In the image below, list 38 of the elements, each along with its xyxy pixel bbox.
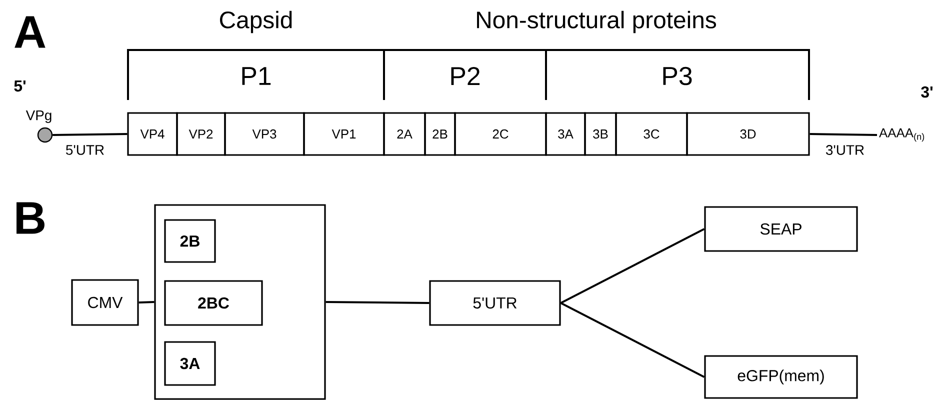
box: SEAP [704,206,858,252]
segment-box: 2B [424,112,456,156]
node-label: VPg [26,110,52,123]
panel-label: A [14,16,46,48]
gene-box: 2B [164,219,216,263]
gene-box: 3A [164,341,216,386]
segment-box: 3C [615,112,688,156]
connector-line [138,301,154,304]
polyprotein-label: P2 [451,66,480,86]
segment-box: 3D [686,112,810,156]
connector-line [560,228,705,304]
connector-line [326,301,430,304]
box: CMV [71,279,139,326]
polyprotein-label: P3 [663,66,692,86]
polyprotein-label: P1 [242,67,271,85]
edge-label: 3'UTR [826,145,864,155]
segment-box: 3A [545,112,586,156]
region-label: Non-structural proteins [477,10,716,34]
connector-line [810,133,878,136]
edge-label: 5'UTR [66,145,104,155]
segment-box: VP3 [224,112,305,156]
panel-label: B [16,202,44,234]
end-label: 3' [921,86,932,98]
connector-line [560,302,705,378]
region-label: Capsid [220,10,292,34]
container-box [154,204,326,400]
segment-box: 2A [383,112,426,156]
end-label: 5' [14,80,26,92]
box: 5'UTR [429,280,561,326]
box: eGFP(mem) [704,355,858,399]
segment-box: VP2 [176,112,226,156]
segment-box: VP4 [127,112,178,156]
sequence-label: AAAA$_{(n)}$ [879,128,924,142]
segment-box: 3B [584,112,617,156]
gene-box: 2BC [164,280,263,326]
connector-line [52,133,128,136]
segment-box: 2C [454,112,547,156]
segment-box: VP1 [303,112,385,156]
